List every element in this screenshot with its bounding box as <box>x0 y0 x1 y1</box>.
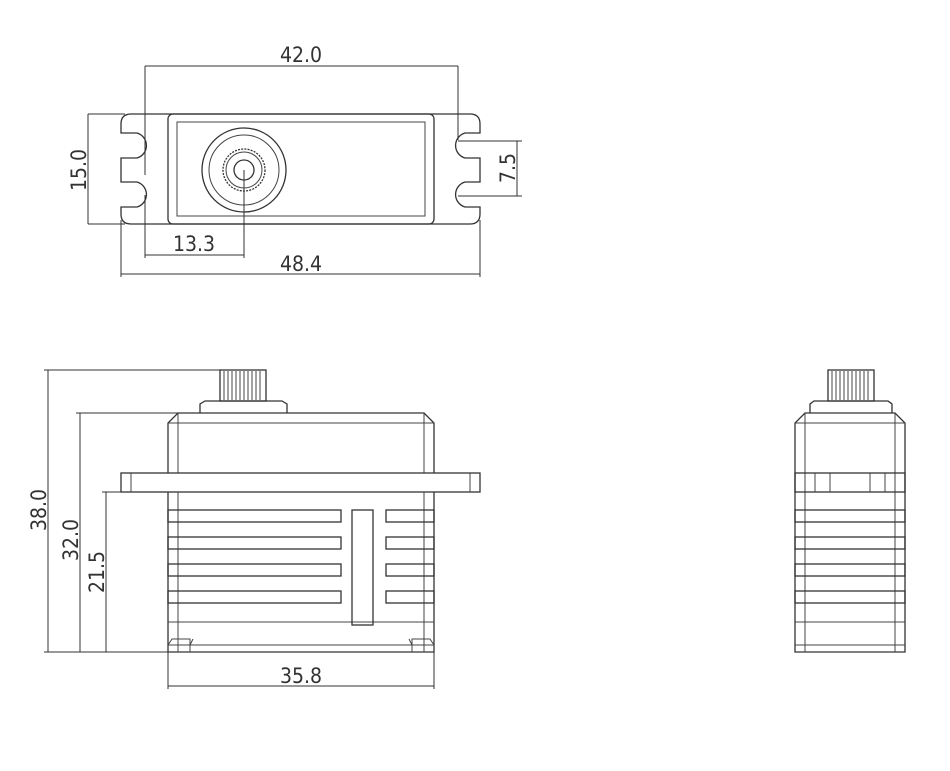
dim-13-3-line <box>144 170 245 258</box>
side-bottom-lines <box>795 621 905 646</box>
dim-21-5-label: 21.5 <box>85 551 109 593</box>
dim-48-4-line <box>120 220 481 277</box>
dim-35-8-label: 35.8 <box>280 664 322 688</box>
dim-15-line <box>87 113 125 225</box>
front-fins <box>167 509 435 604</box>
side-spline-teeth <box>831 371 869 400</box>
dim-48-4-label: 48.4 <box>280 252 322 276</box>
front-lower-case-inner <box>168 492 434 652</box>
front-view: 38.0 32.0 21.5 35.8 <box>27 369 481 689</box>
dim-21-5-line <box>102 491 121 652</box>
front-upper-case-inner <box>168 413 434 473</box>
front-upper-case <box>167 412 435 473</box>
dim-38-line <box>44 369 232 653</box>
top-view: 42.0 15.0 7.5 13.3 48.4 <box>67 43 522 277</box>
front-feet <box>167 638 435 652</box>
top-body-outline <box>167 113 435 225</box>
side-flange <box>794 472 906 493</box>
side-output-base <box>809 400 893 413</box>
front-lower-case <box>167 492 435 653</box>
dim-7-5-label: 7.5 <box>496 153 520 183</box>
dim-13-3-label: 13.3 <box>173 232 215 256</box>
front-output-base <box>199 400 288 413</box>
spline-teeth <box>223 371 261 400</box>
dim-32-line <box>76 412 178 652</box>
front-spline <box>219 369 267 402</box>
side-view <box>794 369 906 653</box>
top-flange-outline <box>120 113 481 225</box>
dim-42-line <box>144 65 459 175</box>
dim-38-label: 38.0 <box>27 489 51 531</box>
dim-32-label: 32.0 <box>59 519 83 561</box>
dim-7-5-line <box>458 140 522 197</box>
front-flange <box>120 472 481 493</box>
side-case-inner <box>795 413 905 652</box>
side-flange-ticks <box>814 473 886 492</box>
front-flange-tabs <box>130 473 471 492</box>
side-fins <box>794 509 906 604</box>
top-body-inner <box>176 121 426 217</box>
side-spline <box>827 369 875 402</box>
dim-35-8-line <box>167 652 435 689</box>
side-case <box>794 412 906 653</box>
front-label-window <box>351 509 374 626</box>
dim-42-label: 42.0 <box>280 43 322 67</box>
dim-15-label: 15.0 <box>67 149 91 191</box>
